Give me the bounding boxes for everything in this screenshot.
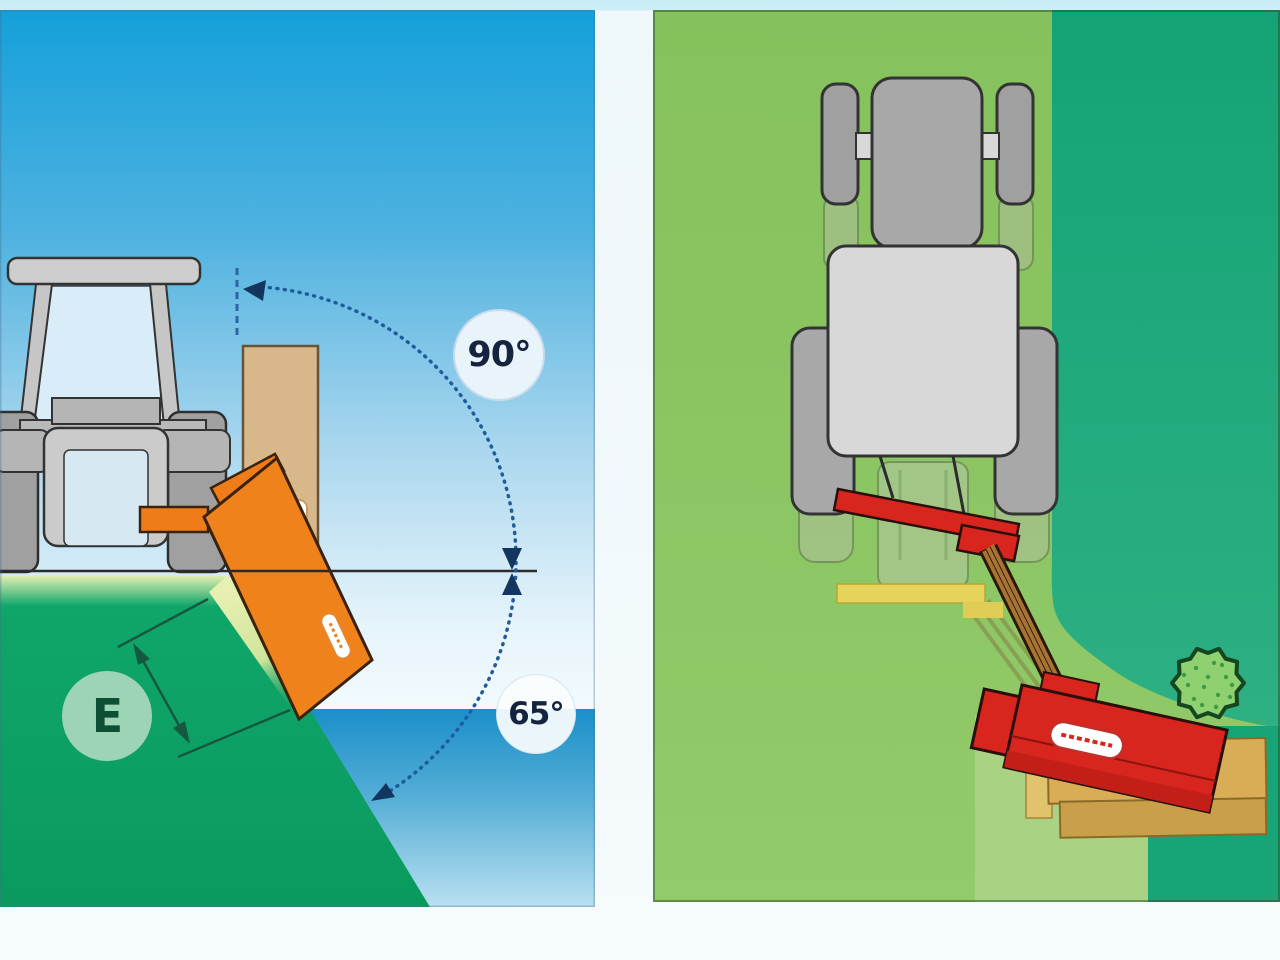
- tractor-top-view: [790, 76, 1059, 516]
- angle-up-badge: 90°: [453, 309, 545, 401]
- fender-left: [0, 429, 51, 473]
- level-marker-upper-arrow: [502, 548, 522, 570]
- grass-dark-area: [1051, 10, 1280, 728]
- hitch-frame-opening: [63, 449, 149, 547]
- orange-mower-unit: [138, 452, 374, 722]
- dimension-arrowhead-down: [173, 721, 190, 744]
- hitch-top-bar: [51, 397, 161, 425]
- dimension-e-lines: [117, 597, 291, 759]
- rear-linkage-bar: [832, 487, 1021, 563]
- flail-mower-head: [969, 683, 1229, 814]
- front-wheel-left: [820, 82, 860, 206]
- arc-arrowhead-bottom: [371, 783, 395, 801]
- mower-head-lip: [1003, 750, 1213, 813]
- dimension-arrowhead-up: [133, 643, 150, 665]
- dimension-e-badge: E: [62, 671, 152, 761]
- mower-body: [202, 455, 374, 722]
- arc-arrowhead-top: [243, 280, 266, 301]
- cab-roof: [6, 256, 202, 286]
- front-wheel-right: [995, 82, 1035, 206]
- boom-arm: [979, 544, 1067, 694]
- left-panel-border: [0, 10, 595, 907]
- brand-badge: [1048, 720, 1125, 760]
- angle-down-badge: 65°: [496, 674, 576, 754]
- engine-hood: [870, 76, 984, 250]
- mower-link-arm: [138, 505, 210, 534]
- right-panel-top-view-diagram: [653, 10, 1280, 902]
- left-panel-slope-diagram: [0, 10, 595, 907]
- level-marker-lower-arrow: [502, 573, 522, 595]
- yellow-bars: [836, 583, 1003, 618]
- bush-speckles: [1181, 660, 1235, 710]
- front-axle-right: [980, 132, 1000, 160]
- cab-top-view: [826, 244, 1020, 458]
- tractor-rear-view: [0, 256, 231, 574]
- right-panel-border: [653, 10, 1280, 902]
- swing-arc: [260, 285, 518, 799]
- brand-badge: [320, 612, 352, 660]
- bush-icon: [1170, 646, 1246, 720]
